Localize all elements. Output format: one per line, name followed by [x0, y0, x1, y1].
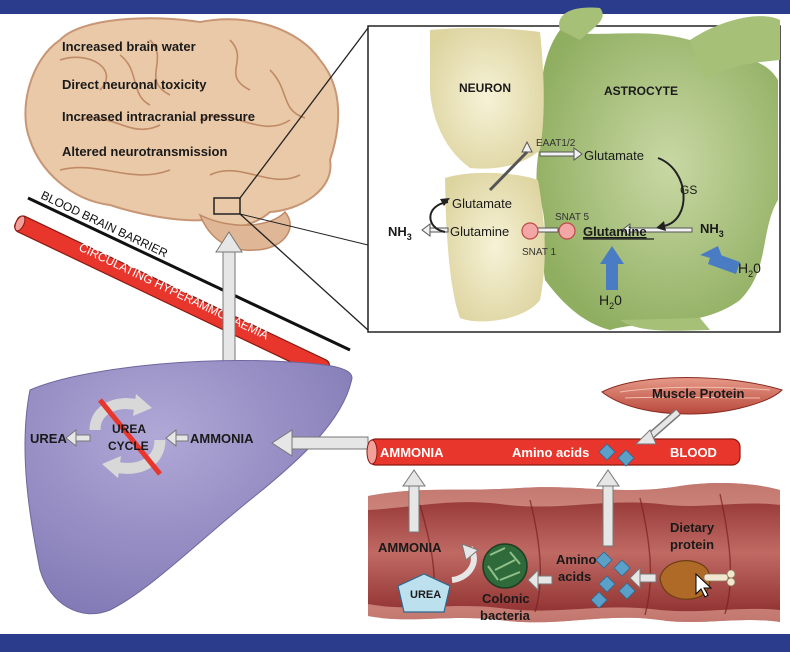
water-bottom: H20 [599, 292, 622, 311]
gut-amino-up-arrow [596, 469, 620, 547]
glutamine-neuron: Glutamine [450, 224, 509, 239]
zoom-line-top [239, 27, 369, 199]
brain-effect-1: Increased brain water [62, 39, 196, 54]
glutamate-astro: Glutamate [584, 148, 644, 163]
blood-amino: Amino acids [512, 445, 589, 460]
muscle-illustration [601, 377, 783, 415]
urea-arrow [65, 428, 91, 448]
blood-diamonds [598, 443, 635, 467]
urea-cycle-1: UREA [112, 422, 146, 436]
blood-ammonia: AMMONIA [380, 445, 444, 460]
water-right: H20 [738, 260, 761, 279]
top-frame-bar [0, 0, 790, 14]
nh3-left: NH3 [388, 224, 412, 242]
water-arrow-right [700, 246, 740, 274]
brain-effect-3: Increased intracranial pressure [62, 109, 255, 124]
circulating-label: CIRCULATING HYPERAMMONAEMIA [77, 240, 271, 342]
dietary-1: Dietary [670, 520, 715, 535]
colonic-bacteria-icon [482, 543, 528, 589]
glutamine-astro: Glutamine [583, 224, 647, 239]
blood-to-liver-arrow [271, 429, 369, 457]
zoom-line-mid [239, 213, 369, 246]
gut-ammonia-up-arrow [402, 469, 426, 533]
brain-zoom-box [213, 197, 241, 215]
urea-cycle-2: CYCLE [108, 439, 149, 453]
protein-to-amino-arrow [629, 566, 657, 590]
muscle-to-blood-arrow [634, 408, 681, 445]
bbb-line [27, 196, 351, 352]
amino-to-bacteria-arrow [527, 568, 553, 592]
neuron-cell [430, 27, 545, 322]
transporter-circles [521, 222, 576, 240]
neuron-label: NEURON [459, 81, 511, 95]
glutamine-glutamate-curve [429, 201, 449, 233]
water-arrow-bottom [600, 246, 624, 290]
gs-label: GS [680, 183, 697, 197]
gs-curve-arrow [657, 157, 685, 227]
snat5-label: SNAT 5 [555, 212, 590, 223]
amino-2: acids [558, 569, 591, 584]
zoom-line-bottom [239, 213, 369, 331]
eaat-label: EAAT1/2 [536, 138, 576, 149]
ammonia-to-cycle-arrow [165, 428, 189, 448]
liver-urea: UREA [30, 431, 67, 446]
gut-amino-diamonds [590, 551, 636, 609]
astrocyte-label: ASTROCYTE [604, 84, 678, 98]
urea-pentagon [397, 573, 451, 613]
brain-effect-2: Direct neuronal toxicity [62, 77, 207, 92]
brain-effect-4: Altered neurotransmission [62, 144, 227, 159]
liver-shape [24, 359, 353, 615]
glutamate-neuron: Glutamate [452, 196, 512, 211]
colonic-2: bacteria [480, 608, 531, 623]
gut-urea: UREA [410, 589, 441, 601]
snat1-label: SNAT 1 [522, 247, 557, 258]
blood-label: BLOOD [670, 445, 717, 460]
liver-ammonia: AMMONIA [190, 431, 254, 446]
nh3-right: NH3 [700, 221, 724, 239]
amino-1: Amino [556, 552, 597, 567]
dietary-2: protein [670, 537, 714, 552]
blood-vessel [366, 438, 741, 466]
colonic-1: Colonic [482, 591, 530, 606]
brain-illustration [24, 17, 340, 251]
intestine [368, 483, 780, 623]
mouse-cursor-icon [695, 572, 713, 598]
muscle-label: Muscle Protein [652, 386, 745, 401]
gut-ammonia: AMMONIA [378, 540, 442, 555]
urea-cycle-icon [89, 394, 166, 478]
bottom-frame-bar [0, 634, 790, 652]
astrocyte-cell [536, 7, 780, 331]
